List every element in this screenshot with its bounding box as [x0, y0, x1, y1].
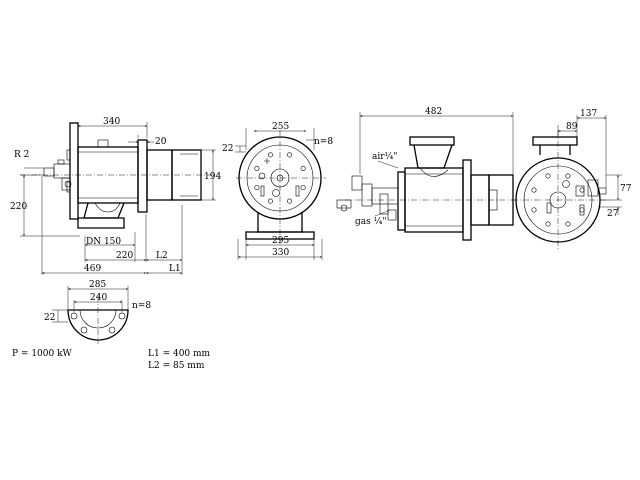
- spec-l1: L1 = 400 mm: [148, 349, 211, 359]
- bolt-hole: [300, 165, 306, 171]
- dim-22-front: 22: [222, 144, 233, 154]
- dim-77: 77: [620, 184, 632, 194]
- right-view: 137 89 77 27: [512, 109, 632, 250]
- dim-194: 194: [204, 172, 221, 182]
- label-gas: gas ¼": [355, 216, 386, 227]
- dim-240: 240: [90, 293, 107, 303]
- bolt-hole: [267, 198, 273, 204]
- dim-482: 482: [425, 107, 442, 117]
- bolt-hole: [579, 207, 585, 213]
- dim-285: 285: [89, 280, 106, 290]
- side-view: 340 20 R 2 194 220 DN 150 220 L2 469 L1: [10, 117, 221, 275]
- flange-detail: 285 240 n=8 22: [44, 280, 151, 344]
- spec-power: P = 1000 kW: [12, 349, 73, 359]
- bolt-hole: [254, 165, 260, 171]
- top-view: 482 air¼" gas ¼": [336, 107, 515, 241]
- specs: P = 1000 kW L1 = 400 mm L2 = 85 mm: [12, 349, 211, 371]
- bolt-hole: [579, 187, 585, 193]
- front-view: 255 n=8 22 295 330: [222, 122, 333, 260]
- label-air: air¼": [372, 151, 397, 162]
- dim-20: 20: [155, 137, 167, 147]
- dim-295: 295: [272, 236, 289, 246]
- dim-340: 340: [103, 117, 120, 127]
- bolt-hole: [254, 185, 260, 191]
- dim-220-vertical: 220: [10, 202, 27, 212]
- dim-137: 137: [580, 109, 597, 119]
- bolt-hole: [300, 185, 306, 191]
- label-l1: L1: [169, 264, 181, 274]
- bolt-hole: [267, 152, 273, 158]
- label-r2: R 2: [14, 150, 29, 160]
- bolt-hole: [531, 187, 537, 193]
- bolt-hole: [531, 207, 537, 213]
- dim-469: 469: [84, 264, 101, 274]
- dim-330: 330: [272, 248, 289, 258]
- bolt-hole: [545, 221, 551, 227]
- label-n8-flange: n=8: [132, 301, 151, 311]
- bolt-hole: [287, 198, 293, 204]
- label-dn150: DN 150: [86, 237, 121, 247]
- bolt-hole: [287, 152, 293, 158]
- dim-89: 89: [566, 122, 578, 132]
- dim-220-horizontal: 220: [116, 251, 133, 261]
- label-n8-front: n=8: [314, 137, 333, 147]
- label-l2: L2: [156, 251, 168, 261]
- dim-255: 255: [272, 122, 289, 132]
- bolt-hole: [565, 173, 571, 179]
- dim-22-flange: 22: [44, 313, 55, 323]
- bolt-hole: [545, 173, 551, 179]
- spec-l2: L2 = 85 mm: [148, 361, 205, 371]
- dim-27: 27: [607, 209, 619, 219]
- bolt-hole: [565, 221, 571, 227]
